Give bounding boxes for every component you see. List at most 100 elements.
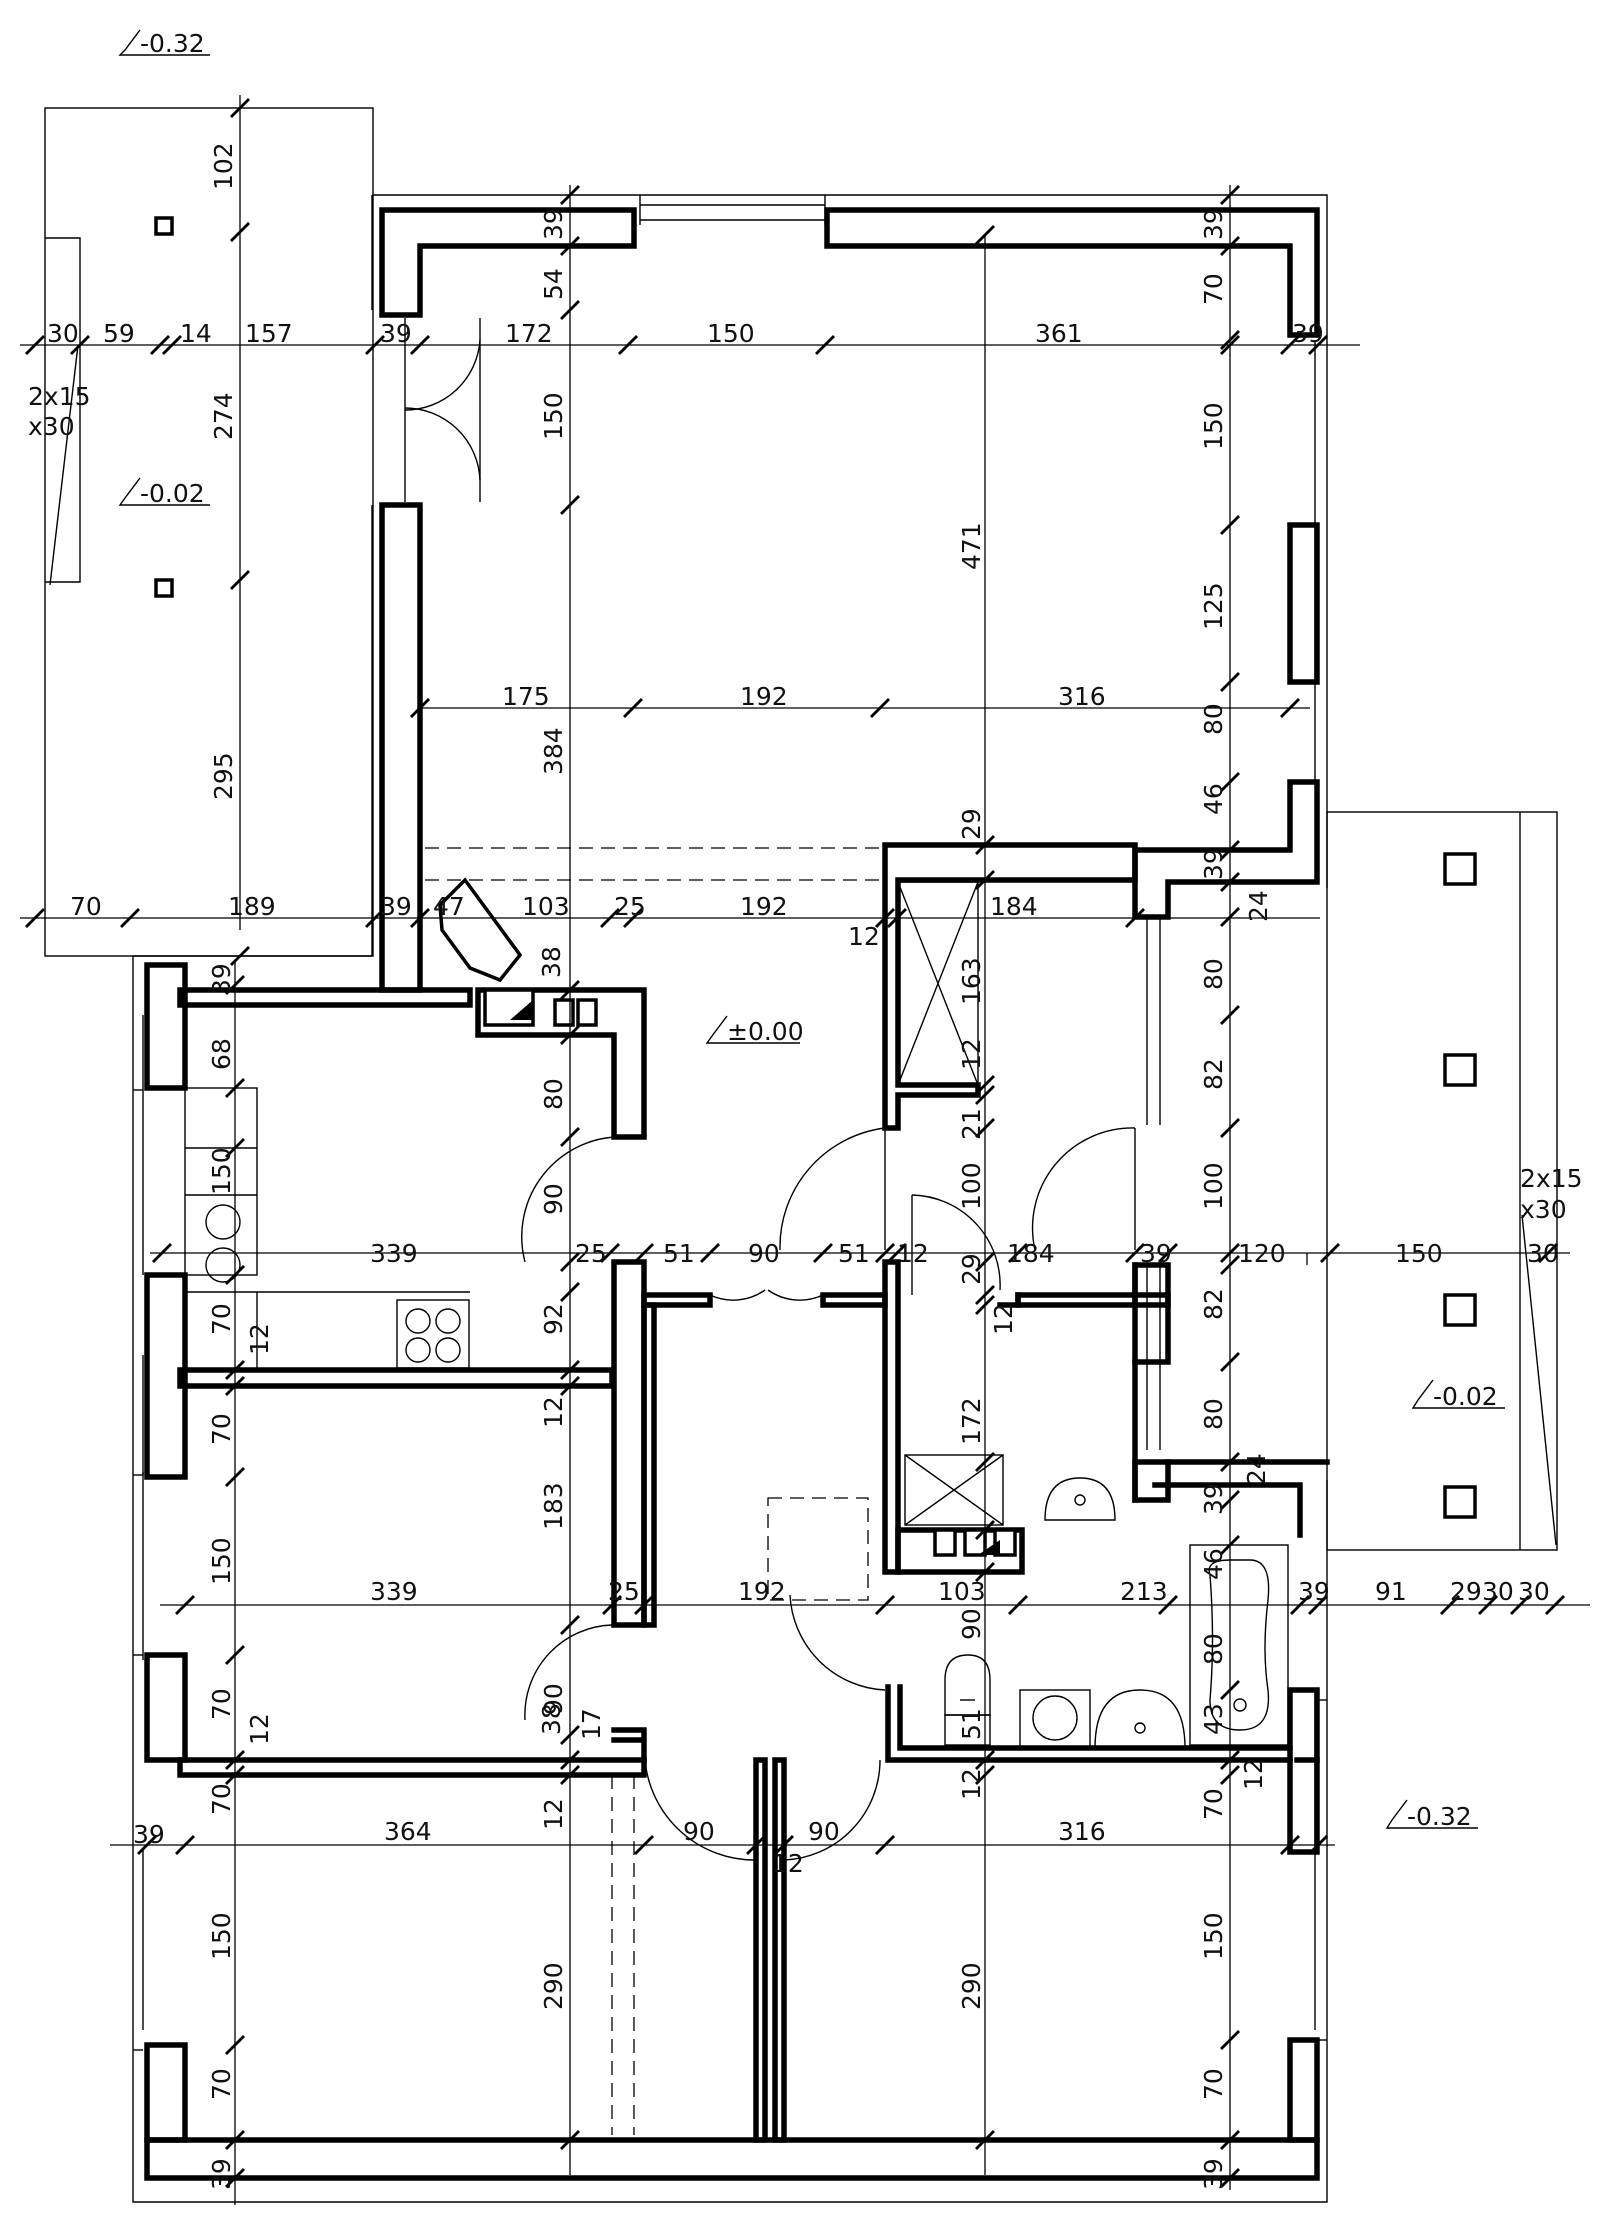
dim-label: 39 [1298,1577,1330,1606]
dimension-tick [975,1285,995,1305]
dimension-tick [225,1078,245,1098]
dimension-tick [700,1243,720,1263]
dim-label: 39 [207,2158,236,2190]
dim-label: 12 [897,1239,929,1268]
dimension-tick [560,1750,580,1770]
dim-label: 172 [957,1397,986,1445]
dim-label: 102 [209,142,238,190]
dimension-tick [560,1376,580,1396]
dimension-tick [1220,1680,1240,1700]
dimension-tick [1008,1243,1028,1263]
dimension-tick [813,1243,833,1263]
dimension-tick [975,2130,995,2150]
dim-col-4: 39 70 150 125 80 46 39 24 80 82 100 82 8… [1199,208,1273,2190]
dim-label: 192 [740,892,788,921]
dim-label: 39 [1140,1239,1172,1268]
dimension-tick [225,1360,245,1380]
dimension-lines [20,95,1590,2205]
dim-label: 39 [1199,1483,1228,1515]
dimension-tick [975,1118,995,1138]
dimension-tick [1280,698,1300,718]
dim-label: 59 [103,319,135,348]
dim-label: 54 [539,268,568,300]
dimension-tick [560,1615,580,1635]
dimension-tick [975,1075,995,1095]
dim-label: 274 [209,392,238,440]
dimension-tick [975,870,995,890]
dim-label: 38 [537,1703,566,1735]
dimension-tick [975,1085,995,1105]
dim-label: 24 [1242,1453,1271,1485]
dimension-tick [1158,1595,1178,1615]
level-value: -0.02 [140,479,205,508]
dim-label: 90 [539,1183,568,1215]
dimension-tick [365,335,385,355]
dimension-tick [150,335,170,355]
dim-label: 70 [207,1303,236,1335]
dimension-tick [560,185,580,205]
dimension-tick [410,335,430,355]
dimension-tick [230,222,250,242]
dim-label: 163 [957,957,986,1005]
dimension-tick [1220,772,1240,792]
dim-label: 120 [1238,1239,1286,1268]
dimension-tick [623,698,643,718]
dim-label: 150 [207,1912,236,1960]
dimension-tick [815,335,835,355]
dim-col-2: 39 54 150 384 80 90 92 12 183 90 17 12 2… [539,208,606,2010]
dimension-tick [975,835,995,855]
dimension-ticks [25,98,1565,2188]
dim-label: 150 [539,392,568,440]
dimension-tick [975,1750,995,1770]
dim-label: 339 [370,1577,418,1606]
dim-label: 29 [957,808,986,840]
dimension-tick [618,335,638,355]
dimension-tick [560,495,580,515]
dim-label: 17 [577,1708,606,1740]
dimension-tick [560,1765,580,1785]
dim-label: 150 [1199,402,1228,450]
note-text: 2x15 [28,382,91,411]
dim-label: 25 [614,892,646,921]
dimension-tick [1280,1835,1300,1855]
dimension-tick [1538,1243,1558,1263]
dim-label: 100 [957,1162,986,1210]
level-marker: -0.02 [1411,1379,1505,1411]
dimension-tick [887,908,907,928]
dim-label: 316 [1058,1817,1106,1846]
dimension-tick [560,300,580,320]
dim-label: 157 [245,319,293,348]
level-marker: -0.32 [118,29,210,58]
dim-label: 39 [1199,848,1228,880]
level-marker: -0.02 [118,477,210,508]
dimension-tick [1478,1595,1498,1615]
dim-label: 38 [537,946,566,978]
dimension-tick [25,908,45,928]
dimension-tick [152,1243,172,1263]
dimension-tick [1220,236,1240,256]
dim-label: 150 [207,1147,236,1195]
dimension-tick [634,1595,654,1615]
dimension-tick [875,1835,895,1855]
dim-label: 150 [707,319,755,348]
dim-label: 51 [957,1708,986,1740]
dim-label: 39 [539,208,568,240]
dimension-tick [560,1252,580,1272]
dim-label: 103 [938,1577,986,1606]
dim-label: 70 [1199,1788,1228,1820]
note-text: x30 [1520,1195,1567,1224]
notes: 2x15 x30 2x15 x30 [28,382,1583,1224]
dim-label: 213 [1120,1577,1168,1606]
dim-label: 12 [539,1798,568,1830]
dimension-tick [623,908,643,928]
dim-label: 30 [1518,1577,1550,1606]
dimension-tick [175,1835,195,1855]
dimension-tick [1440,1595,1460,1615]
dim-label: 70 [1199,273,1228,305]
level-value: -0.02 [1433,1382,1498,1411]
dim-label: 91 [1375,1577,1407,1606]
dim-label: 80 [1199,958,1228,990]
dim-label: 471 [957,522,986,570]
dim-label: 100 [1199,1162,1228,1210]
dim-label: 25 [608,1577,640,1606]
